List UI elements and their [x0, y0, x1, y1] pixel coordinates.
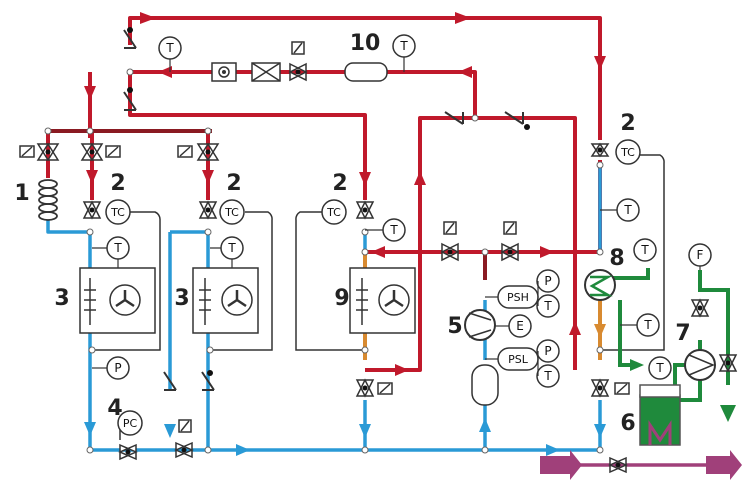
hot-gas-arrows: [84, 12, 606, 376]
instrument-label-t: T: [640, 243, 649, 257]
instrument-label-t: T: [227, 241, 236, 255]
discharge-loop: [418, 116, 577, 255]
component-number: 2: [620, 111, 635, 136]
hot-core-lines: [46, 129, 487, 280]
instrument-label-f: F: [697, 248, 704, 262]
component-number: 9: [334, 286, 349, 311]
psl-t: [536, 364, 560, 388]
component-number: 7: [675, 321, 690, 346]
component-number: 4: [107, 396, 122, 421]
temp-tank: [648, 356, 672, 380]
instrument-label-pc: PC: [123, 417, 138, 430]
tc-evap-1: [105, 199, 131, 225]
instrument-label-p: P: [544, 274, 551, 288]
center-link: [128, 72, 367, 200]
evaporator-1: [79, 267, 156, 334]
component-number: 2: [110, 171, 125, 196]
component-number: 1: [14, 181, 29, 206]
component-number: 2: [226, 171, 241, 196]
instrument-label-tc: TC: [326, 206, 341, 219]
expansion-arrow: [594, 324, 606, 338]
water-pump: [684, 349, 716, 381]
tc-evap-2: [219, 199, 245, 225]
instrument-label-t: T: [399, 39, 408, 53]
sight-glass: [211, 62, 237, 82]
lower-red-1: [365, 255, 422, 372]
capillary-lines: [92, 154, 665, 440]
junction-dots: [44, 68, 604, 454]
coil: [38, 179, 58, 221]
compressor: [464, 309, 496, 341]
instrument-label-t: T: [655, 361, 664, 375]
tc-condenser: [615, 139, 641, 165]
heater-inlet-arrow: [540, 450, 582, 480]
evaporator-9: [349, 267, 416, 334]
tc-evap-9: [321, 199, 347, 225]
condenser-heat-exchanger: [584, 269, 616, 301]
water-arrows: [630, 359, 736, 422]
component-numbers: 1 2 2 2 2 3 3 4 5 6 7 8 9 10: [14, 31, 690, 436]
instrument-label-tc: TC: [224, 206, 239, 219]
component-number: 6: [620, 411, 635, 436]
instrument-label-t: T: [165, 41, 174, 55]
instrument-label-e: E: [516, 319, 524, 333]
instrument-label-tc: TC: [110, 206, 125, 219]
evaporator-2: [192, 267, 259, 334]
check-valves: [123, 29, 524, 391]
valve-actuator-dots: [45, 69, 731, 468]
instrument-label-p: P: [544, 344, 551, 358]
psh-t: [536, 294, 560, 318]
instrument-leads: [92, 57, 701, 376]
component-number: 3: [54, 286, 69, 311]
psh-p: [536, 269, 560, 293]
liquid-receiver: [471, 364, 499, 406]
component-number: 3: [174, 286, 189, 311]
pressure-control: [117, 410, 143, 436]
instrument-label-t: T: [543, 369, 552, 383]
instrument-label-p: P: [114, 361, 121, 375]
heat-recovery-tank: [639, 384, 681, 446]
component-number: 5: [447, 314, 462, 339]
component-number: 8: [609, 246, 624, 271]
component-number: 10: [350, 31, 381, 56]
psl-p: [536, 339, 560, 363]
solenoid-coils: [19, 41, 630, 433]
instrument-label-psh: PSH: [507, 291, 529, 304]
instrument-bubbles: [105, 34, 712, 436]
instrument-label-t: T: [113, 241, 122, 255]
instrument-label-t: T: [623, 203, 632, 217]
instrument-label-t: T: [389, 223, 398, 237]
expansion-valves: [82, 200, 375, 220]
suction-arrows: [84, 418, 606, 456]
filter-drier: [251, 62, 281, 82]
instrument-label-t: T: [643, 318, 652, 332]
component-number: 2: [332, 171, 347, 196]
receiver-tank: [344, 62, 388, 82]
heater-outlet-arrow: [706, 450, 742, 480]
valves: [36, 62, 738, 474]
instrument-label-psl: PSL: [508, 353, 529, 366]
instrument-label-tc: TC: [620, 146, 635, 159]
water-lines: [605, 268, 730, 402]
upper-return-line: [130, 70, 477, 118]
check-valve-dots: [127, 27, 530, 376]
temp-cond-out: [633, 238, 657, 262]
instrument-label-t: T: [543, 299, 552, 313]
